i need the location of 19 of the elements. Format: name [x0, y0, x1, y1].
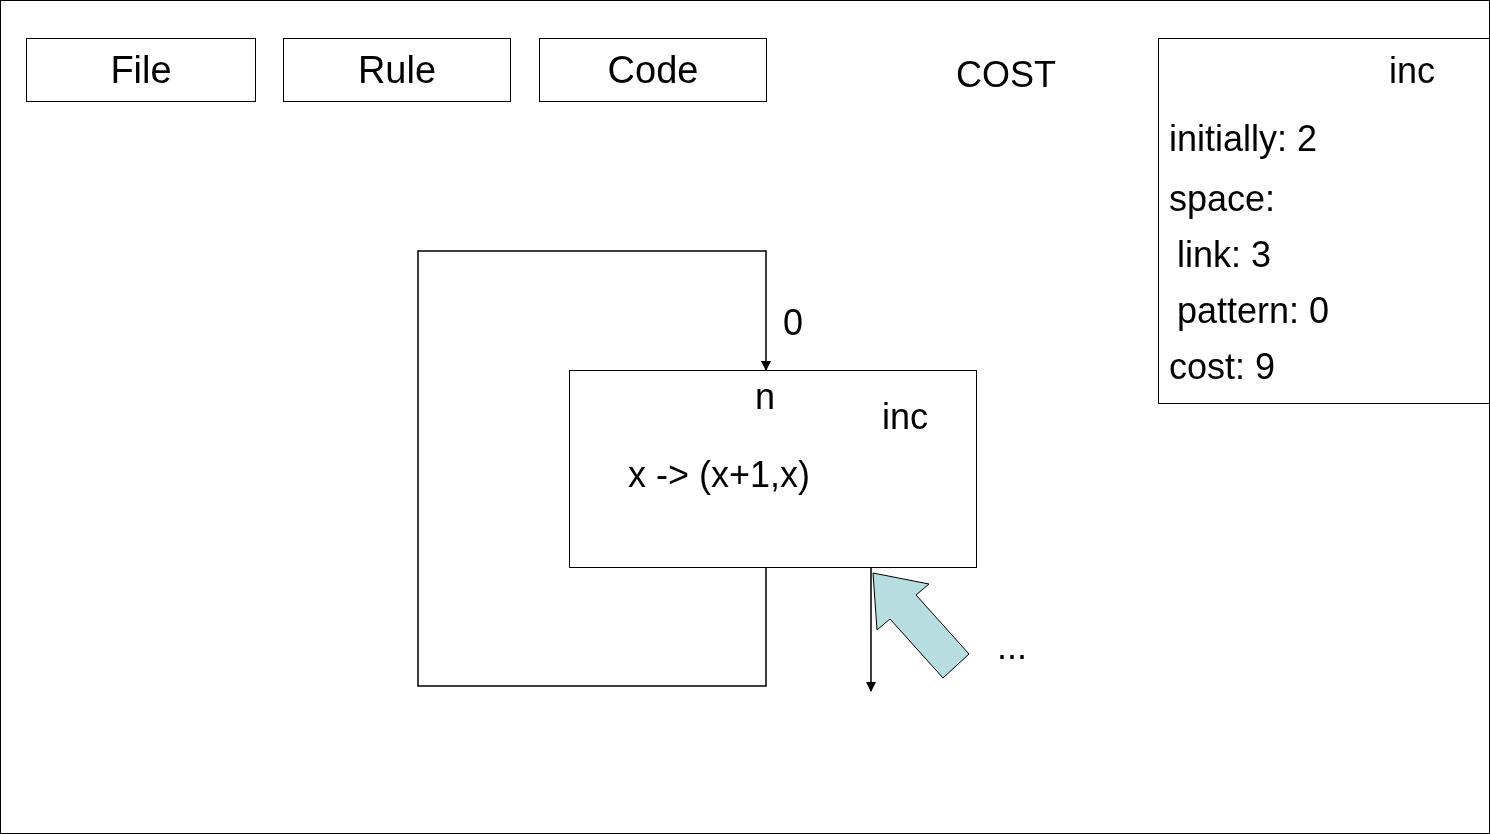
info-panel [1158, 38, 1489, 404]
function-box [569, 370, 977, 568]
function-name: inc [882, 397, 929, 437]
heading-text: COST [956, 55, 1056, 95]
menu-button: Code [539, 38, 767, 102]
connector-arrow [417, 250, 771, 687]
connector-arrow [866, 567, 876, 692]
stat-text: space: [1169, 179, 1276, 219]
port-label: n [755, 377, 776, 417]
pointer-arrow [872, 572, 970, 679]
stat-text: initially: 2 [1169, 119, 1318, 159]
stat-text: pattern: 0 [1177, 291, 1330, 331]
stat-text: link: 3 [1177, 235, 1272, 275]
menu-button: File [26, 38, 256, 102]
panel-title: inc [1389, 51, 1436, 91]
function-rule: x -> (x+1,x) [628, 455, 811, 495]
stat-text: cost: 9 [1169, 347, 1276, 387]
note-text: ... [997, 627, 1027, 667]
menu-button: Rule [283, 38, 511, 102]
